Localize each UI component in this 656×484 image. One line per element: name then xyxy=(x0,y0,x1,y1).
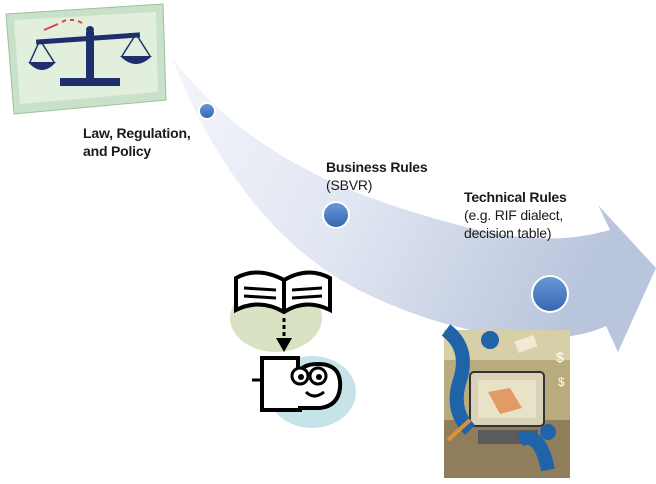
svg-text:$: $ xyxy=(558,375,565,389)
computer-collage-icon: $ $ xyxy=(441,324,570,478)
stage-3-sub-line2: decision table) xyxy=(464,225,552,241)
stage-1-title-line2: and Policy xyxy=(83,143,152,159)
stage-3-title: Technical Rules xyxy=(464,189,567,205)
stage-dot-law xyxy=(198,102,216,120)
stage-dot-business xyxy=(322,201,350,229)
stage-dot-technical xyxy=(531,275,569,313)
svg-text:$: $ xyxy=(556,349,564,365)
label-business-rules: Business Rules (SBVR) xyxy=(326,158,428,194)
reader-face-icon xyxy=(252,356,356,428)
label-law-regulation-policy: Law, Regulation, and Policy xyxy=(83,124,191,160)
stage-2-title: Business Rules xyxy=(326,159,428,175)
open-book-icon xyxy=(230,270,332,352)
stage-1-title: Law, Regulation, xyxy=(83,125,191,141)
stage-3-sub: (e.g. RIF dialect, xyxy=(464,207,564,223)
stage-2-sub: (SBVR) xyxy=(326,177,373,193)
label-technical-rules: Technical Rules (e.g. RIF dialect, decis… xyxy=(464,188,567,242)
scales-of-justice-icon xyxy=(5,3,167,115)
process-arrow xyxy=(172,58,656,352)
